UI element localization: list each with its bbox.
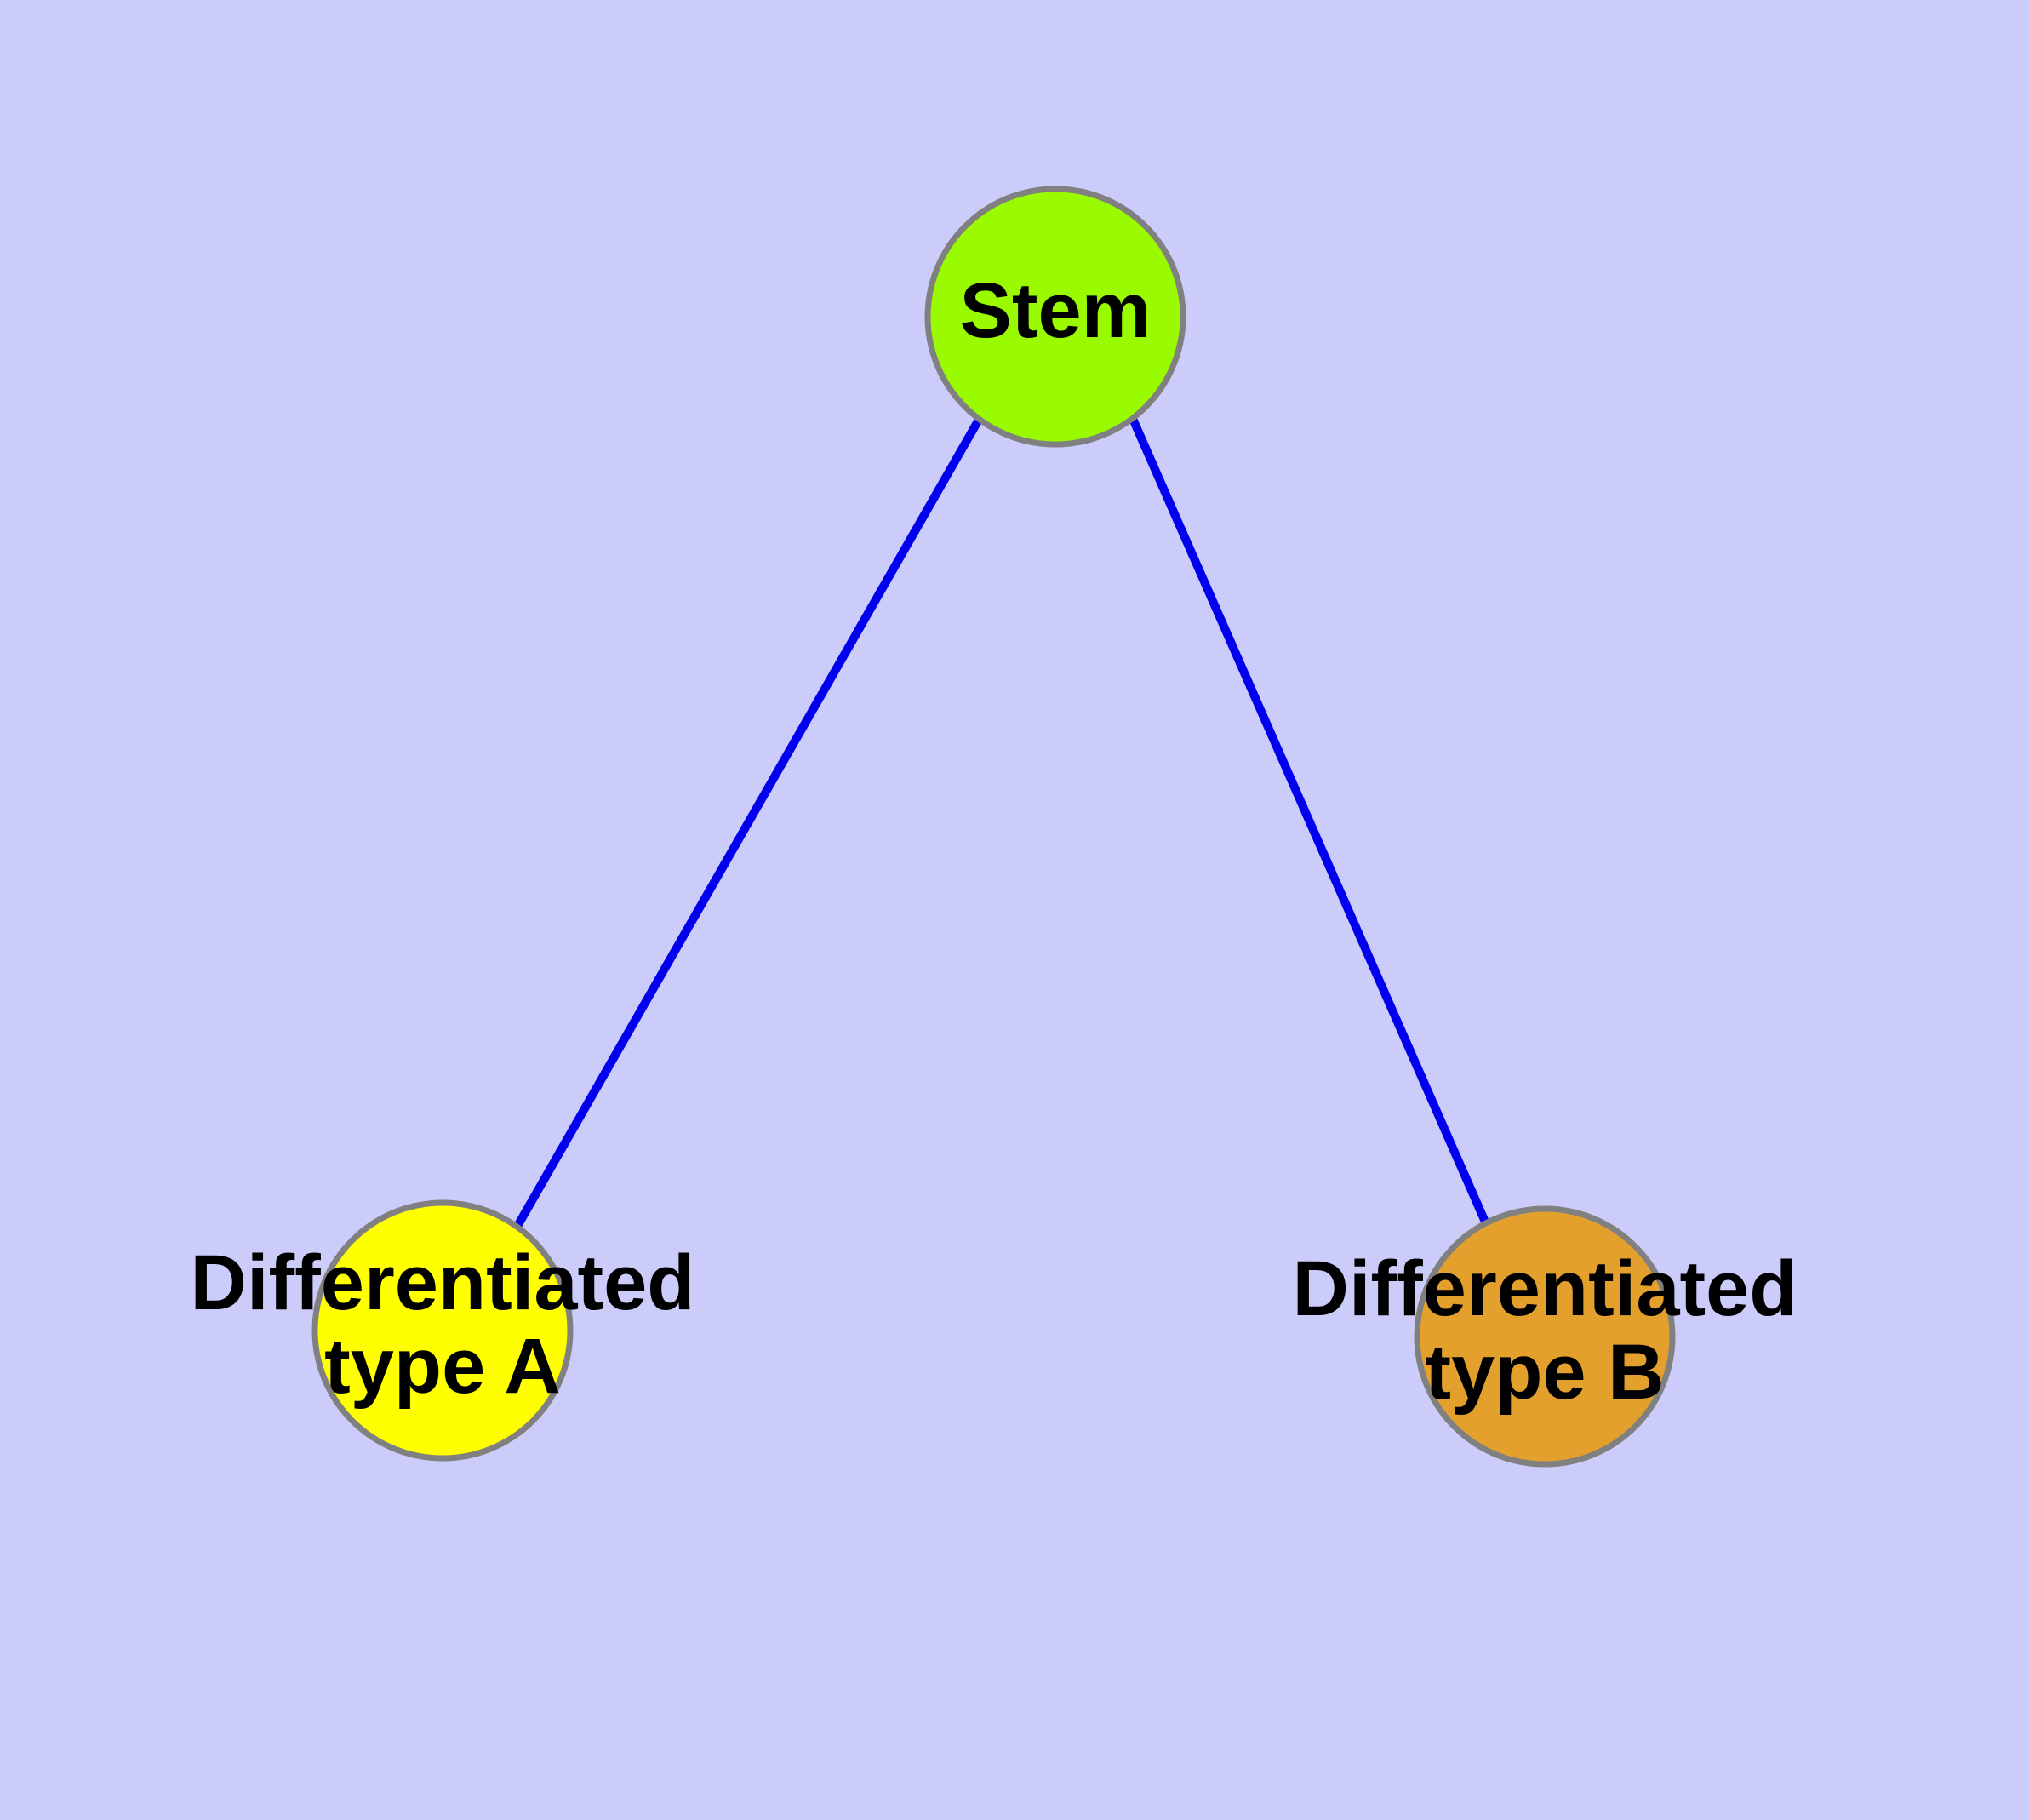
node-stem-label: Stem: [960, 267, 1152, 354]
node-differentiated-type-b-circle[interactable]: [1414, 1205, 1676, 1468]
edge-stem-to-diff-b[interactable]: [1129, 416, 1492, 1230]
node-differentiated-type-a-circle[interactable]: [311, 1199, 574, 1462]
edges-layer: [512, 416, 1492, 1230]
node-label-line: type B: [1425, 1329, 1664, 1416]
node-stem[interactable]: Stem: [924, 186, 1186, 448]
node-stem-circle[interactable]: [924, 186, 1186, 448]
node-label-line: Stem: [960, 267, 1152, 354]
node-label-line: Differentiated: [191, 1239, 695, 1326]
node-label-line: type A: [324, 1323, 561, 1410]
node-label-line: Differentiated: [1293, 1245, 1798, 1332]
edge-stem-to-diff-a[interactable]: [512, 417, 983, 1230]
